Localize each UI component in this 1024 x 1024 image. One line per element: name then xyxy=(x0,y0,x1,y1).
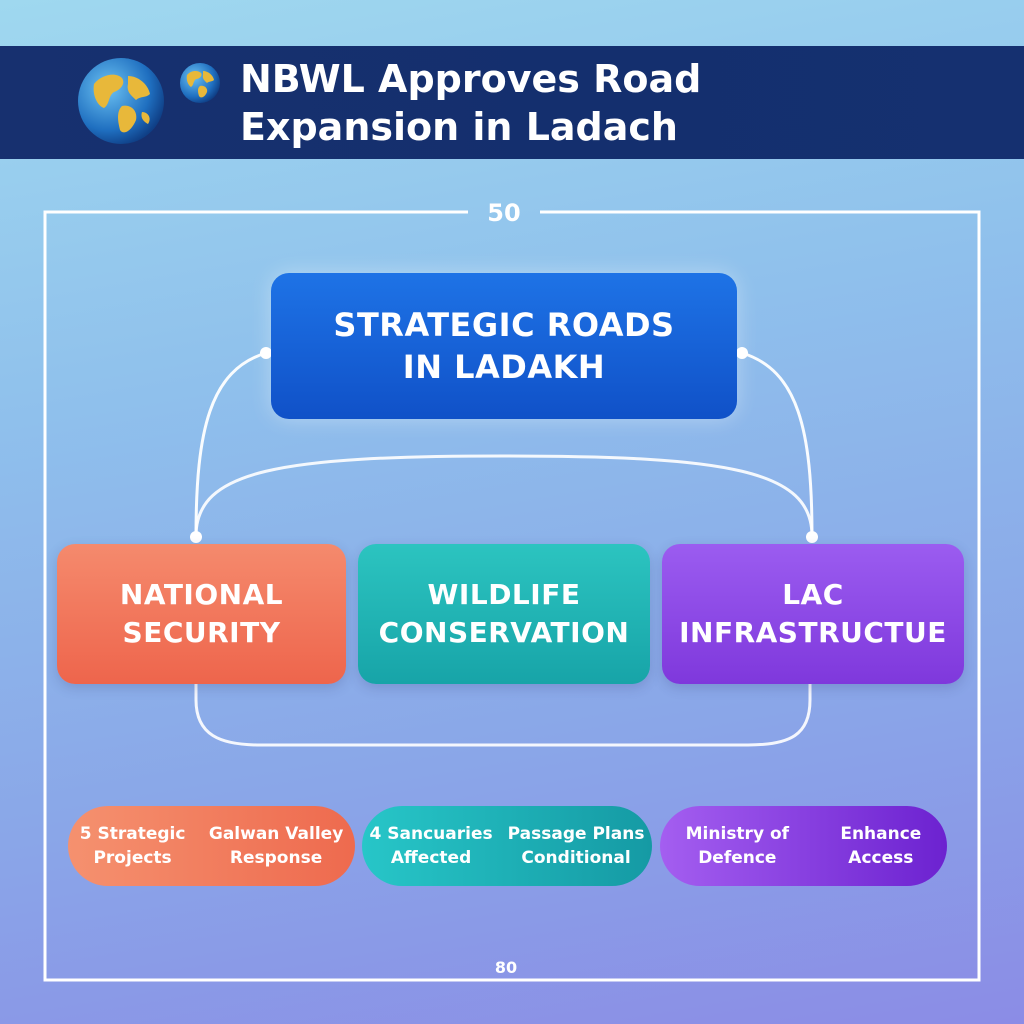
connector-left xyxy=(194,351,267,537)
detail-item: Galwan Valley Response xyxy=(209,822,343,870)
globe-icon xyxy=(180,63,220,103)
detail-pill-lac-infrastructure: Ministry of Defence Enhance Access xyxy=(660,806,947,886)
detail-line: Defence xyxy=(698,848,777,868)
connector-loop xyxy=(194,684,812,747)
category-wildlife-conservation: WILDLIFE CONSERVATION xyxy=(358,544,650,684)
detail-item: 5 Strategic Projects xyxy=(80,822,186,870)
connector-node xyxy=(260,347,272,359)
category-line: SECURITY xyxy=(122,616,281,649)
detail-line: Response xyxy=(229,848,323,868)
category-line: NATIONAL xyxy=(119,578,284,611)
category-line: LAC xyxy=(782,578,844,611)
category-lac-infrastructure: LAC INFRASTRUCTUE xyxy=(662,544,964,684)
page-title: NBWL Approves Road Expansion in Ladach xyxy=(240,55,840,151)
title-banner xyxy=(0,46,1024,159)
title-line: Expansion in Ladach xyxy=(240,105,678,149)
detail-line: 4 Sancuaries xyxy=(369,824,493,844)
detail-line: Ministry of xyxy=(685,824,790,844)
globe-icon xyxy=(78,58,164,144)
detail-item: Ministry of Defence xyxy=(686,822,789,870)
connector-node xyxy=(190,531,202,543)
detail-line: Projects xyxy=(93,848,172,868)
main-node-line: STRATEGIC ROADS xyxy=(333,306,675,344)
main-node: STRATEGIC ROADS IN LADAKH xyxy=(271,273,737,419)
detail-line: Access xyxy=(848,848,914,868)
detail-line: Conditional xyxy=(521,848,631,868)
category-line: INFRASTRUCTUE xyxy=(679,616,947,649)
detail-line: Enhance xyxy=(840,824,922,844)
detail-line: Affected xyxy=(390,848,472,868)
outer-frame xyxy=(43,210,981,982)
main-node-line: IN LADAKH xyxy=(402,348,606,386)
category-line: CONSERVATION xyxy=(378,616,630,649)
connector-arch xyxy=(194,454,814,537)
connector-right xyxy=(741,351,814,537)
frame-number-top: 50 xyxy=(487,199,521,227)
frame-number-bottom: 80 xyxy=(494,958,518,977)
detail-pill-national-security: 5 Strategic Projects Galwan Valley Respo… xyxy=(68,806,355,886)
detail-pill-wildlife-conservation: 4 Sancuaries Affected Passage Plans Cond… xyxy=(362,806,652,886)
detail-line: 5 Strategic xyxy=(79,824,186,844)
detail-item: Passage Plans Conditional xyxy=(508,822,645,870)
category-national-security: NATIONAL SECURITY xyxy=(57,544,346,684)
detail-line: Passage Plans xyxy=(507,824,645,844)
title-line: NBWL Approves Road xyxy=(240,57,702,101)
detail-item: Enhance Access xyxy=(840,822,921,870)
connector-node xyxy=(806,531,818,543)
connector-node xyxy=(736,347,748,359)
category-line: WILDLIFE xyxy=(427,578,581,611)
detail-line: Galwan Valley xyxy=(208,824,344,844)
detail-item: 4 Sancuaries Affected xyxy=(370,822,493,870)
